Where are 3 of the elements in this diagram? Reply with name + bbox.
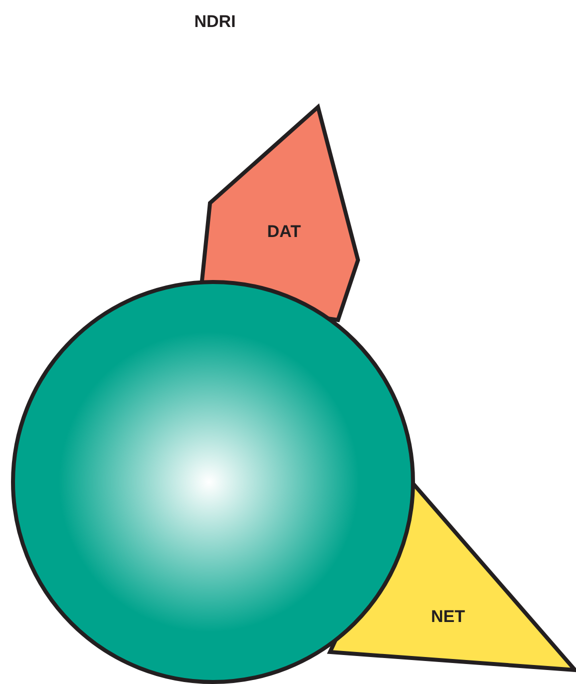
transporter-label: DAT	[267, 222, 301, 242]
transporter-label: NET	[431, 607, 465, 627]
title: NDRI	[194, 12, 236, 32]
